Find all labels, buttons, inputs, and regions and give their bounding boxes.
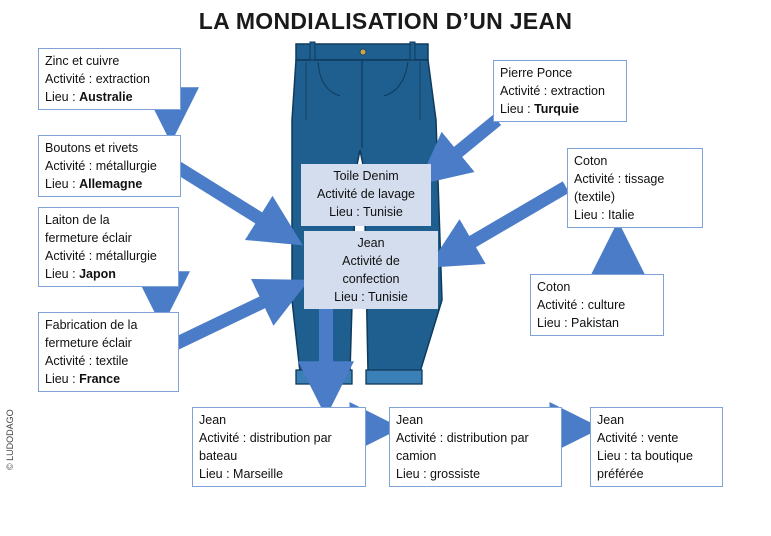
box-line: Lieu : ta boutique [597,449,693,463]
box-boutons: Boutons et rivets Activité : métallurgie… [38,135,181,197]
box-line: Lieu : Tunisie [334,290,408,304]
box-line: camion [396,449,437,463]
lieu-label: Lieu : [45,177,80,191]
box-line: Toile Denim [333,169,399,183]
box-line: Jean [396,413,424,427]
lieu-value: Allemagne [79,177,143,191]
box-laiton: Laiton de la fermeture éclair Activité :… [38,207,179,287]
box-line: Activité : distribution par [199,431,332,445]
arrow-icon [164,278,310,354]
box-coton-culture: Coton Activité : culture Lieu : Pakistan [530,274,664,336]
box-line: Activité : métallurgie [45,249,157,263]
box-fabrication: Fabrication de la fermeture éclair Activ… [38,312,179,392]
box-line: Fabrication de la [45,318,138,332]
box-line: Laiton de la [45,213,110,227]
box-line: Lieu : Marseille [199,467,284,481]
box-line: fermeture éclair [45,231,132,245]
box-line: Activité : extraction [45,72,150,86]
box-line: Activité : métallurgie [45,159,157,173]
box-line: Activité : extraction [500,84,605,98]
lieu-label: Lieu : [500,102,535,116]
box-line: Lieu : France [45,370,172,388]
box-line: confection [342,272,400,286]
lieu-label: Lieu : [45,90,80,104]
box-camion: Jean Activité : distribution par camion … [389,407,562,487]
lieu-value: Australie [79,90,133,104]
box-line: Activité de lavage [317,187,415,201]
box-line: Activité : distribution par [396,431,529,445]
box-confection: Jean Activité de confection Lieu : Tunis… [304,231,438,309]
box-line: Pierre Ponce [500,66,573,80]
box-line: Coton [574,154,608,168]
box-line: Activité : vente [597,431,679,445]
box-line: Lieu : Australie [45,88,174,106]
box-line: Jean [597,413,625,427]
lieu-value: Japon [79,267,116,281]
page-title: LA MONDIALISATION D’UN JEAN [198,8,573,34]
box-line: Lieu : Italie [574,208,635,222]
box-line: Boutons et rivets [45,141,139,155]
arrow-icon [417,114,502,185]
box-line: Activité de [342,254,400,268]
box-line: fermeture éclair [45,336,132,350]
box-line: Lieu : Allemagne [45,175,174,193]
box-line: Jean [357,236,385,250]
box-line: préférée [597,467,644,481]
arrow-icon [427,181,570,268]
box-coton-tissage: Coton Activité : tissage (textile) Lieu … [567,148,703,228]
box-line: Coton [537,280,571,294]
box-line: Lieu : Turquie [500,100,620,118]
box-vente: Jean Activité : vente Lieu : ta boutique… [590,407,723,487]
box-line: Jean [199,413,227,427]
box-pierre: Pierre Ponce Activité : extraction Lieu … [493,60,627,122]
box-bateau: Jean Activité : distribution par bateau … [192,407,366,487]
box-zinc: Zinc et cuivre Activité : extraction Lie… [38,48,181,110]
box-line: Lieu : grossiste [396,467,481,481]
box-line: bateau [199,449,238,463]
lieu-value: Turquie [534,102,579,116]
box-line: Lieu : Pakistan [537,316,619,330]
box-line: Activité : culture [537,298,626,312]
box-line: Lieu : Tunisie [329,205,403,219]
box-line: Activité : tissage [574,172,665,186]
box-line: Zinc et cuivre [45,54,120,68]
arrow-icon [173,161,303,246]
copyright: © LUDODAGO [5,409,15,470]
box-line: Lieu : Japon [45,265,172,283]
lieu-label: Lieu : [45,372,80,386]
lieu-value: France [79,372,121,386]
box-toile: Toile Denim Activité de lavage Lieu : Tu… [301,164,431,226]
box-line: (textile) [574,190,615,204]
box-line: Activité : textile [45,354,129,368]
lieu-label: Lieu : [45,267,80,281]
